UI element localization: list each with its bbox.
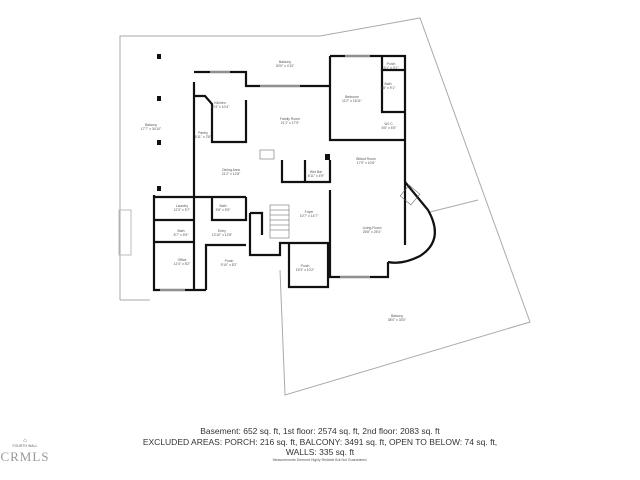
balcony-divider [429,199,479,213]
windows [160,55,370,291]
room-wic: W.I.C.6'5" x 6'5" [381,122,397,130]
area-summary-line-1: Basement: 652 sq. ft, 1st floor: 2574 sq… [200,426,440,436]
area-summary: Basement: 652 sq. ft, 1st floor: 2574 sq… [0,426,640,458]
columns [157,54,330,191]
exterior-stairs [118,209,132,256]
walls [152,54,436,292]
logo-brand: FOURTH WALL [12,444,38,448]
logo-watermark: CRMLS [0,449,50,464]
logo: ⌂ FOURTH WALL CRMLS [0,438,50,465]
area-summary-line-2: EXCLUDED AREAS: PORCH: 216 sq. ft, BALCO… [142,436,498,447]
area-summary-line-3: WALLS: 335 sq. ft [285,447,355,457]
stairs [259,149,421,239]
balcony-outlines [118,17,531,396]
disclaimer: Measurements Deemed Highly Reliable But … [272,458,368,462]
house-icon: ⌂ [23,438,27,444]
lot-outline [119,17,531,396]
